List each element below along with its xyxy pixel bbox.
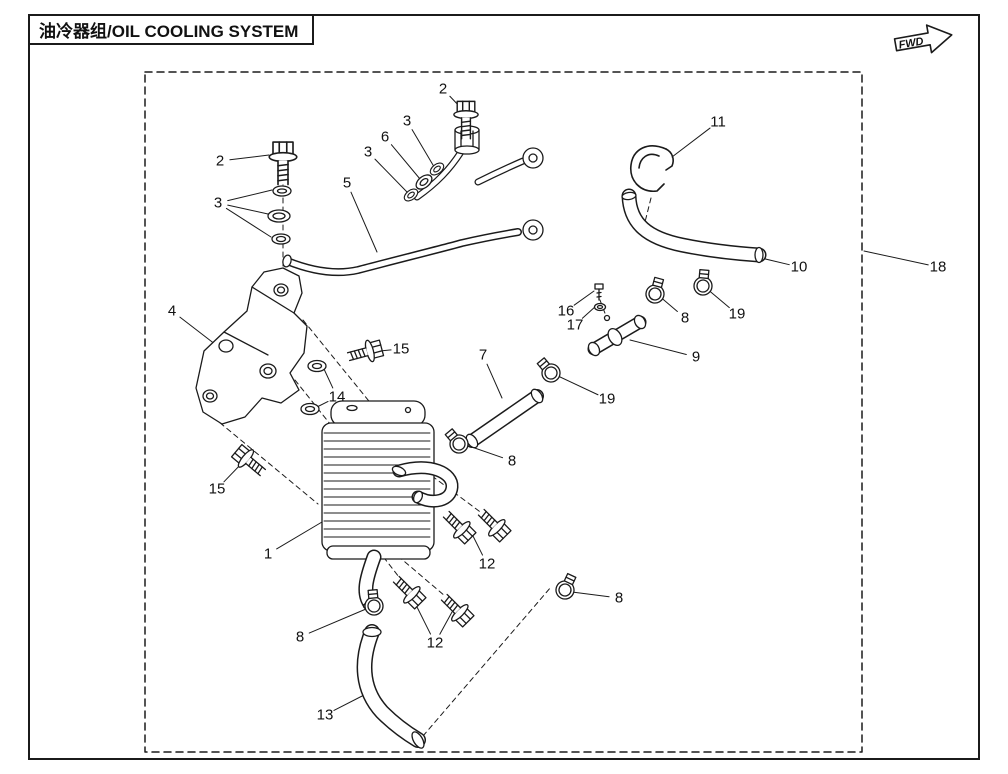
callout-13: 13 [316,706,334,724]
cooler-side-pipe [391,461,459,508]
diagram-frame [144,71,863,753]
callout-6: 6 [380,128,390,146]
part-17-clip-ring [593,302,607,312]
upper-pipe-assembly [401,100,544,204]
callout-12: 12 [426,634,444,652]
fwd-label: FWD [898,35,925,51]
callout-3: 3 [402,112,412,130]
callout-15: 15 [392,340,410,358]
callout-11: 11 [710,113,726,131]
part-3-orings-left [267,185,292,245]
callout-18: 18 [929,258,947,276]
page-border [28,14,980,760]
part-7-tube [465,388,544,449]
callout-leader-lines [179,95,929,711]
callout-8: 8 [614,589,624,607]
part-9-joint-pipe [587,283,647,357]
callout-10: 10 [790,258,808,276]
callout-2: 2 [215,152,225,170]
callout-7: 7 [478,346,488,364]
callout-1: 1 [263,545,273,563]
callout-17: 17 [566,316,584,334]
callout-8: 8 [507,452,517,470]
callout-3: 3 [363,143,373,161]
callout-3: 3 [213,194,223,212]
part-16-screw [594,283,604,301]
part-5-pipe [282,219,544,277]
callout-16: 16 [557,302,575,320]
callout-8: 8 [680,309,690,327]
callout-19: 19 [728,305,746,323]
part-11-clip [630,145,674,192]
callout-2: 2 [438,80,448,98]
callout-5: 5 [342,174,352,192]
part-13-hose [356,624,426,749]
callout-4: 4 [167,302,177,320]
callout-12: 12 [478,555,496,573]
callout-9: 9 [691,348,701,366]
callout-15: 15 [208,480,226,498]
part-10-hose [621,188,767,264]
callout-14: 14 [328,388,346,406]
part-4-bracket [195,267,308,425]
fwd-arrow-icon: FWD [893,24,953,54]
page-title: 油冷器组/OIL COOLING SYSTEM [28,14,314,45]
callout-19: 19 [598,390,616,408]
callout-8: 8 [295,628,305,646]
